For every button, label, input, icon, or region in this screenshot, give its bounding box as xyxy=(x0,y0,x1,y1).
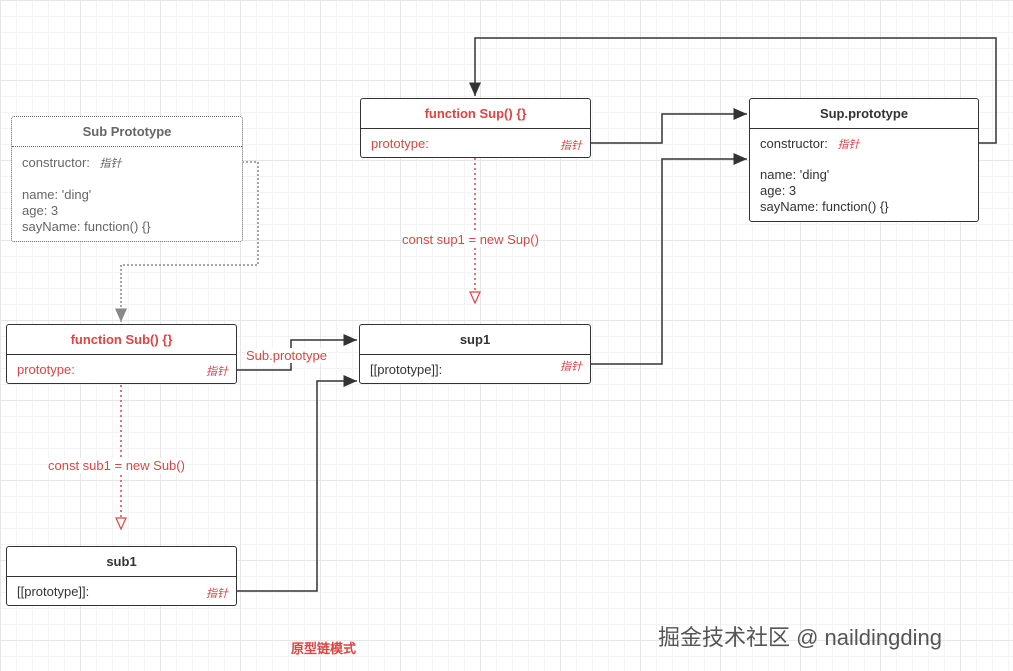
diagram-caption: 原型链模式 xyxy=(291,641,357,656)
sub-prototype-constructor-ptr: 指针 xyxy=(99,158,122,170)
sup-prototype-title: Sup.prototype xyxy=(750,99,978,129)
sup1-proto-connector xyxy=(565,153,747,365)
sub-function-ptr: 指针 xyxy=(206,366,228,378)
sup-prototype-constructor-ptr: 指针 xyxy=(837,139,860,151)
watermark: 掘金技术社区 @ naildingding xyxy=(658,625,942,650)
sup1-prototype-label: [[prototype]]: xyxy=(370,362,443,377)
sup-prototype-prop: age: 3 xyxy=(760,183,797,198)
sup-prototype-props: name: 'ding' age: 3 sayName: function() … xyxy=(760,167,970,215)
sup-function-title: function Sup() {} xyxy=(361,99,590,129)
sub-function-node[interactable]: function Sub() {} prototype: 指针 xyxy=(6,324,237,384)
sub-function-title: function Sub() {} xyxy=(7,325,236,355)
sub1-prototype-label: [[prototype]]: xyxy=(17,584,90,599)
sub-prototype-title: Sub Prototype xyxy=(12,117,242,147)
sup-prototype-prop: sayName: function() {} xyxy=(760,199,889,214)
sup-function-prototype-label: prototype: xyxy=(371,136,429,151)
sub-prototype-prop: age: 3 xyxy=(22,203,59,218)
sub-prototype-props: name: 'ding' age: 3 sayName: function() … xyxy=(22,187,234,235)
sub-prototype-assign-label: Sub.prototype xyxy=(246,348,327,363)
sub-prototype-node[interactable]: Sub Prototype constructor: 指针 name: 'din… xyxy=(11,116,243,242)
sup-prototype-prop: name: 'ding' xyxy=(760,167,830,182)
sup-prototype-connector xyxy=(575,108,747,144)
sub1-node[interactable]: sub1 [[prototype]]: 指针 xyxy=(6,546,237,606)
new-sub-arrowhead xyxy=(115,517,127,531)
sub-prototype-constructor-label: constructor: xyxy=(22,155,90,170)
sub-prototype-constructor-row: constructor: 指针 xyxy=(22,155,234,171)
sub1-ptr: 指针 xyxy=(206,588,228,600)
new-sup-arrowhead xyxy=(469,291,481,305)
sup-function-node[interactable]: function Sup() {} prototype: 指针 xyxy=(360,98,591,158)
sup1-node[interactable]: sup1 [[prototype]]: 指针 xyxy=(359,324,591,384)
sub-function-prototype-label: prototype: xyxy=(17,362,75,377)
sup-function-ptr: 指针 xyxy=(560,140,582,152)
sup-prototype-constructor-label: constructor: xyxy=(760,136,828,151)
sub1-title: sub1 xyxy=(7,547,236,577)
new-sup-label: const sup1 = new Sup() xyxy=(402,232,539,247)
sup1-title: sup1 xyxy=(360,325,590,355)
sup1-ptr: 指针 xyxy=(560,361,582,373)
sub-prototype-prop: name: 'ding' xyxy=(22,187,92,202)
new-sub-label: const sub1 = new Sub() xyxy=(48,458,185,473)
sup-prototype-node[interactable]: Sup.prototype constructor: 指针 name: 'din… xyxy=(749,98,979,222)
sup-prototype-constructor-row: constructor: 指针 xyxy=(760,136,970,152)
sub1-proto-connector xyxy=(222,375,357,592)
sub-prototype-prop: sayName: function() {} xyxy=(22,219,151,234)
